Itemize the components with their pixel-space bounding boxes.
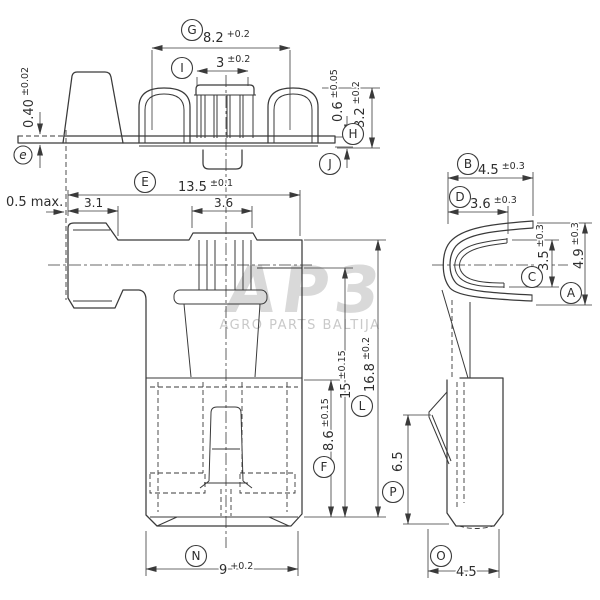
balloon-O <box>429 544 453 568</box>
top-view <box>17 71 336 170</box>
balloon-P <box>381 480 405 504</box>
dimension-text: 0.6±0.05 <box>329 69 346 122</box>
watermark: AP3 AGRO PARTS BALTIJA <box>220 253 391 333</box>
balloon-H <box>341 122 365 146</box>
balloon-e <box>13 145 33 165</box>
dimension-text: 8.2+0.2 <box>203 29 250 46</box>
balloon-N <box>184 544 208 568</box>
balloon-layer: e G I H J E B D C A F L P N O <box>13 18 583 568</box>
front-view <box>48 75 315 548</box>
dimension-text: 15±0.15 <box>337 350 354 399</box>
dimension-text: 3.1 <box>84 196 103 210</box>
balloon-letter-J: J <box>327 157 332 171</box>
watermark-subtitle: AGRO PARTS BALTIJA <box>220 318 381 333</box>
dimension-text: 16.8±0.2 <box>361 337 378 392</box>
balloon-letter-L: L <box>359 399 366 413</box>
balloon-letter-B: B <box>464 157 472 171</box>
dimension-text: 6.5 <box>391 451 406 472</box>
dimension-text: 3.6 <box>214 196 233 210</box>
balloon-J <box>318 152 342 176</box>
dimension-text: 8.6±0.15 <box>320 398 337 451</box>
dimension-text: 13.5±0.1 <box>178 178 233 195</box>
balloon-I <box>170 56 194 80</box>
balloon-F <box>312 455 336 479</box>
side-view <box>428 220 568 529</box>
dimension-text: 0.40±0.02 <box>20 67 37 128</box>
balloon-L <box>350 394 374 418</box>
dimension-lines <box>37 45 592 578</box>
dimension-text: 4.9±0.3 <box>570 222 587 269</box>
balloon-letter-G: G <box>187 23 196 37</box>
balloon-letter-P: P <box>389 485 396 499</box>
watermark-logo: AP3 <box>221 253 390 328</box>
dimension-text: 0.5 max. <box>6 195 63 210</box>
dimension-text: 3.2±0.2 <box>351 81 368 128</box>
dimension-text: 4.5 <box>456 565 477 580</box>
dimension-text: 4.5±0.3 <box>478 161 525 178</box>
balloon-E <box>133 170 157 194</box>
balloon-letter-O: O <box>436 549 445 563</box>
balloon-letter-I: I <box>180 61 184 75</box>
balloon-letter-e: e <box>19 148 26 162</box>
balloon-letter-C: C <box>528 270 536 284</box>
balloon-D <box>448 185 472 209</box>
balloon-A <box>559 281 583 305</box>
dimension-text: 3±0.2 <box>216 54 250 71</box>
balloon-letter-E: E <box>141 175 149 189</box>
balloon-letter-F: F <box>321 460 328 474</box>
balloon-C <box>520 265 544 289</box>
balloon-letter-H: H <box>348 127 357 141</box>
dimension-text: 3.6±0.3 <box>470 195 517 212</box>
dimension-text: 3.5±0.3 <box>535 224 552 271</box>
balloon-letter-D: D <box>455 190 464 204</box>
dimension-text-layer: 0.40±0.02 8.2+0.2 3±0.2 0.6±0.05 3.2±0.2 13.5… <box>5 28 589 582</box>
balloon-letter-A: A <box>567 286 576 300</box>
balloon-B <box>456 152 480 176</box>
balloon-letter-N: N <box>192 549 201 563</box>
dimension-text: 9+0.2 <box>219 561 253 578</box>
balloon-G <box>180 18 204 42</box>
